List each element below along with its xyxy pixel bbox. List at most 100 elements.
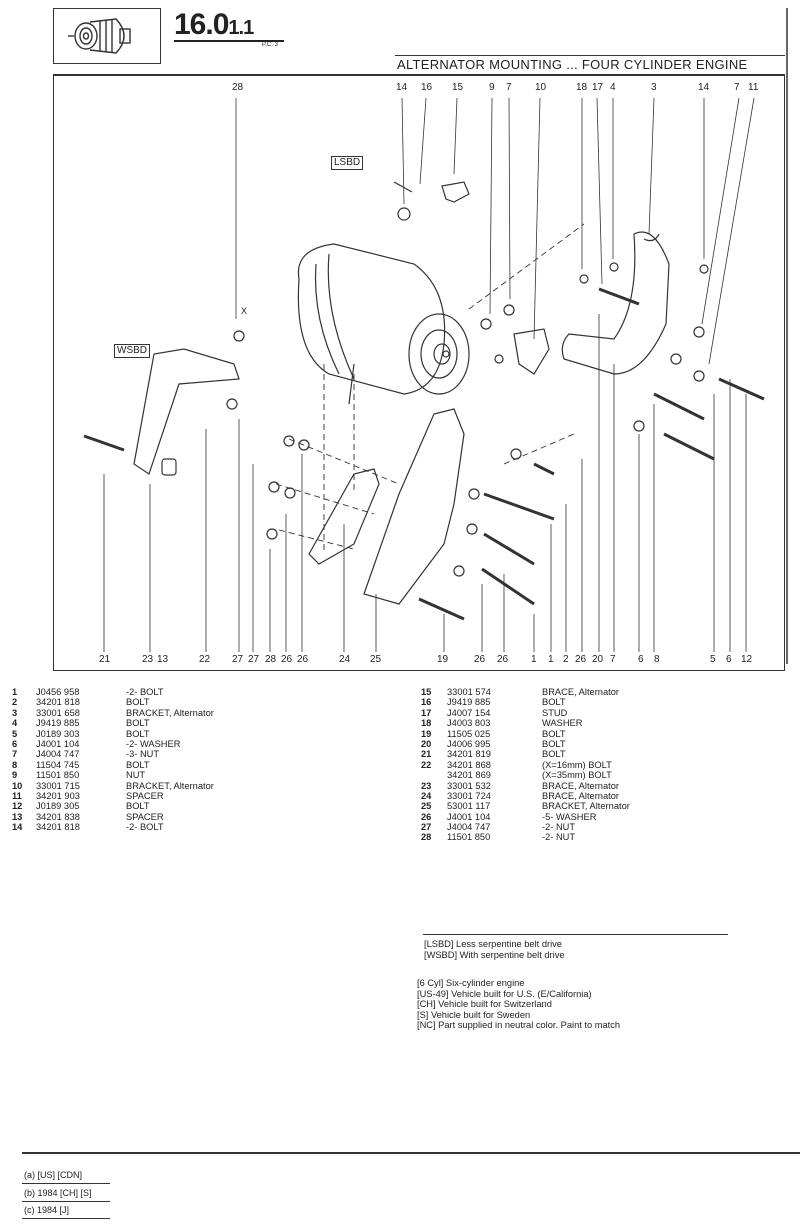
callout-top: 14	[396, 82, 408, 93]
legend-line: [6 Cyl] Six-cylinder engine	[417, 978, 525, 988]
callout-top: 7	[734, 82, 740, 93]
footer-rule	[22, 1152, 800, 1154]
footnote: (a) [US] [CDN]	[24, 1170, 83, 1180]
callout-bottom: 12	[741, 654, 753, 665]
callout-bottom: 7	[610, 654, 616, 665]
legend-line: [US-49] Vehicle built for U.S. (E/Califo…	[417, 988, 592, 999]
callout-top: 10	[535, 82, 547, 93]
legend-line: [NC] Part supplied in neutral color. Pai…	[417, 1020, 621, 1031]
callout-top: 28	[232, 82, 244, 93]
footnote: (c) 1984 [J]	[24, 1205, 70, 1215]
footnote-rule	[22, 1218, 110, 1219]
pc-label: P.C. 3	[262, 42, 278, 48]
callout-bottom: 20	[592, 654, 604, 665]
callout-bottom: 13	[157, 654, 169, 665]
footnote: (b) 1984 [CH] [S]	[24, 1188, 92, 1198]
legend-line: [WSBD] With serpentine belt drive	[424, 949, 565, 960]
legend-rule	[423, 934, 728, 935]
callout-bottom: 26	[497, 654, 509, 665]
lsbd-tag: LSBD	[331, 156, 364, 170]
callout-top: 7	[506, 82, 512, 93]
callout-bottom: 26	[474, 654, 486, 665]
dimension-x-label: X	[241, 306, 248, 316]
part-row: 34201 869(X=35mm) BOLT	[447, 770, 612, 781]
legend-line: [CH] Vehicle built for Switzerland	[417, 999, 552, 1010]
title-rule	[395, 55, 785, 56]
brace-23-drawing	[133, 348, 240, 475]
callout-top: 15	[452, 82, 464, 93]
diagram-top-rule	[53, 74, 785, 76]
callout-bottom: 27	[248, 654, 260, 665]
alternator-logo-box	[53, 8, 161, 64]
page-title: ALTERNATOR MOUNTING ... FOUR CYLINDER EN…	[397, 57, 748, 72]
callout-top: 14	[698, 82, 710, 93]
callout-top: 11	[748, 82, 759, 93]
callout-bottom: 23	[142, 654, 154, 665]
right-edge-rule	[786, 8, 788, 664]
callout-bottom: 6	[726, 654, 732, 665]
callout-bottom: 1	[548, 654, 554, 665]
callout-top: 17	[592, 82, 604, 93]
exploded-diagram: LSBD WSBD X 28 14 16 15 9 7 10 18 17 4 3…	[53, 74, 785, 671]
callout-bottom: 19	[437, 654, 449, 665]
footnote-rule	[22, 1201, 110, 1202]
legend-line: [LSBD] Less serpentine belt drive	[424, 939, 562, 949]
legend-belt: [LSBD] Less serpentine belt drive [WSBD]…	[424, 939, 565, 960]
callout-bottom: 22	[199, 654, 211, 665]
legend-line: [S] Vehicle built for Sweden	[417, 1009, 531, 1020]
callout-top: 9	[489, 82, 495, 93]
callout-bottom: 28	[265, 654, 277, 665]
callout-bottom: 8	[654, 654, 660, 665]
bracket-10-drawing	[513, 328, 550, 375]
alternator-icon	[68, 18, 131, 54]
footnote-rule	[22, 1183, 110, 1184]
callout-bottom: 24	[339, 654, 351, 665]
diagram-drawing	[83, 97, 765, 652]
page-number-underline	[174, 40, 284, 42]
callout-top: 4	[610, 82, 616, 93]
callout-bottom: 2	[563, 654, 569, 665]
callout-bottom: 27	[232, 654, 244, 665]
callout-bottom: 25	[370, 654, 382, 665]
wsbd-tag: WSBD	[114, 344, 150, 358]
callout-bottom: 5	[710, 654, 716, 665]
callout-bottom: 1	[531, 654, 537, 665]
callout-bottom: 26	[575, 654, 587, 665]
callout-top: 18	[576, 82, 588, 93]
page-number: 16.01.1	[174, 8, 254, 41]
callout-bottom: 21	[99, 654, 111, 665]
brace-15-drawing	[441, 181, 470, 203]
alternator-drawing	[297, 243, 470, 405]
bracket-3-drawing	[561, 231, 670, 375]
callout-bottom: 26	[281, 654, 293, 665]
